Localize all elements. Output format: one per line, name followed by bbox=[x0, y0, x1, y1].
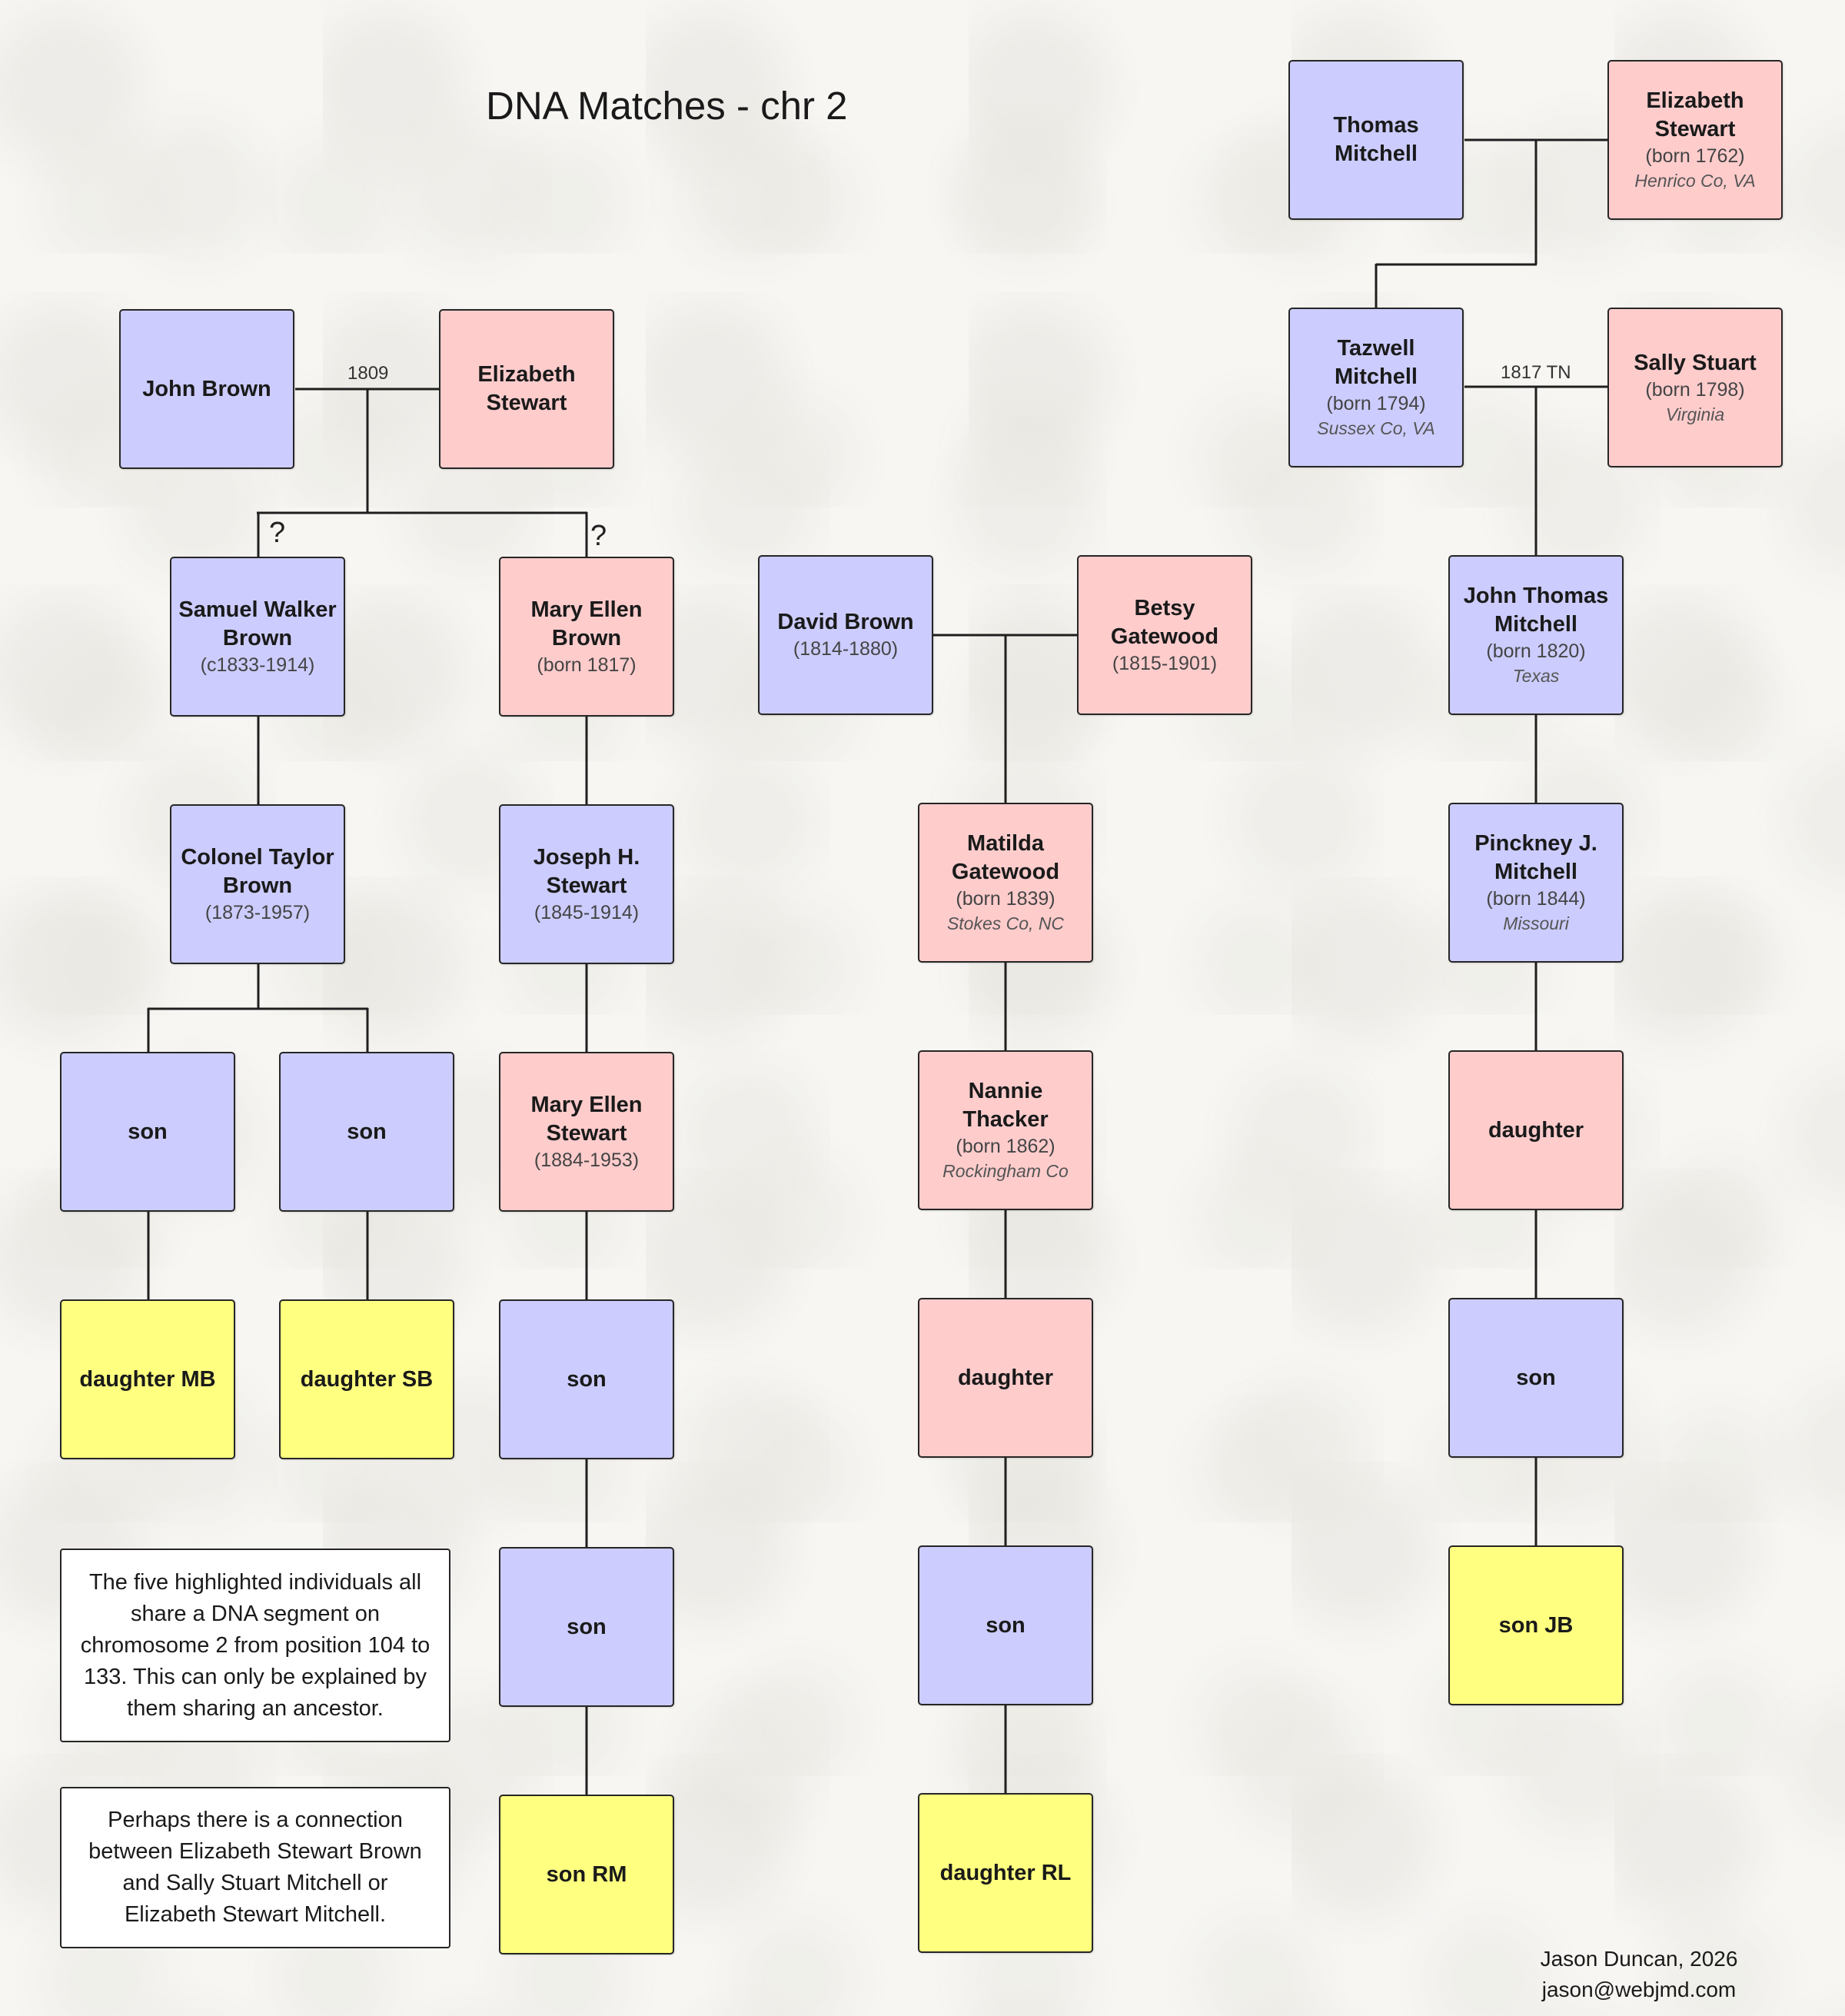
person-name: John Thomas Mitchell bbox=[1463, 584, 1609, 637]
person-name: son bbox=[128, 1119, 168, 1144]
person-name: daughter bbox=[1488, 1117, 1584, 1143]
match-daughter-sb[interactable]: daughter SB bbox=[279, 1299, 454, 1459]
person-place: Sussex Co, VA bbox=[1317, 418, 1435, 438]
person-samuel-walker-brown[interactable]: Samuel Walker Brown (c1833-1914) bbox=[170, 557, 345, 717]
person-name: son bbox=[567, 1614, 607, 1639]
person-name: Nannie Thacker bbox=[962, 1079, 1049, 1132]
person-name: Elizabeth Stewart bbox=[1646, 88, 1744, 141]
person-nannie-thacker[interactable]: Nannie Thacker (born 1862) Rockingham Co bbox=[918, 1050, 1093, 1210]
diagram-title: DNA Matches - chr 2 bbox=[486, 84, 848, 128]
person-matilda-gatewood[interactable]: Matilda Gatewood (born 1839) Stokes Co, … bbox=[918, 803, 1093, 963]
person-name: daughter MB bbox=[79, 1366, 216, 1392]
person-john-brown[interactable]: John Brown bbox=[119, 309, 294, 469]
person-pinckney-mitchell[interactable]: Pinckney J. Mitchell (born 1844) Missour… bbox=[1448, 803, 1624, 963]
person-colonel-taylor-brown[interactable]: Colonel Taylor Brown (1873-1957) bbox=[170, 804, 345, 964]
person-name: son JB bbox=[1498, 1612, 1574, 1638]
person-brown-son[interactable]: son bbox=[60, 1052, 235, 1212]
person-dates: (born 1862) bbox=[956, 1136, 1055, 1157]
person-mitchell-son[interactable]: son bbox=[1448, 1298, 1624, 1458]
person-name: Joseph H. Stewart bbox=[533, 844, 640, 898]
person-place: Henrico Co, VA bbox=[1634, 171, 1756, 191]
person-dates: (born 1794) bbox=[1326, 393, 1426, 414]
person-name: Colonel Taylor Brown bbox=[181, 844, 334, 898]
person-john-thomas-mitchell[interactable]: John Thomas Mitchell (born 1820) Texas bbox=[1448, 555, 1624, 715]
person-name: son RM bbox=[546, 1861, 627, 1887]
note-segment: The five highlighted individuals all sha… bbox=[60, 1549, 450, 1742]
person-elizabeth-stewart-1762[interactable]: Elizabeth Stewart (born 1762) Henrico Co… bbox=[1607, 60, 1783, 220]
person-gatewood-daughter[interactable]: daughter bbox=[918, 1298, 1093, 1458]
person-dates: (born 1839) bbox=[956, 888, 1055, 910]
person-dates: (1873-1957) bbox=[204, 901, 311, 923]
person-joseph-stewart[interactable]: Joseph H. Stewart (1845-1914) bbox=[499, 804, 674, 964]
person-place: Stokes Co, NC bbox=[946, 913, 1065, 933]
author-email: jason@webjmd.com bbox=[1541, 1978, 1737, 2001]
person-name: daughter RL bbox=[939, 1860, 1072, 1885]
author-name: Jason Duncan, 2026 bbox=[1540, 1947, 1738, 1971]
person-name: son bbox=[567, 1366, 607, 1392]
person-name: Sally Stuart bbox=[1634, 350, 1757, 375]
person-place: Texas bbox=[1512, 666, 1560, 686]
author-credit: Jason Duncan, 2026 jason@webjmd.com bbox=[1531, 1944, 1747, 2005]
person-brown-son[interactable]: son bbox=[279, 1052, 454, 1212]
person-mary-ellen-stewart[interactable]: Mary Ellen Stewart (1884-1953) bbox=[499, 1052, 674, 1212]
person-stewart-son[interactable]: son bbox=[499, 1299, 674, 1459]
note-text: Perhaps there is a connection between El… bbox=[88, 1808, 422, 1927]
person-name: Thomas Mitchell bbox=[1333, 113, 1419, 166]
match-daughter-rl[interactable]: daughter RL bbox=[918, 1793, 1093, 1953]
match-son-jb[interactable]: son JB bbox=[1448, 1545, 1624, 1705]
person-dates: (born 1798) bbox=[1645, 378, 1745, 401]
note-text: The five highlighted individuals all sha… bbox=[80, 1569, 430, 1721]
person-stewart-son[interactable]: son bbox=[499, 1547, 674, 1707]
uncertain-link-mark: ? bbox=[590, 520, 607, 552]
person-name: son bbox=[986, 1612, 1026, 1638]
person-mary-ellen-brown[interactable]: Mary Ellen Brown (born 1817) bbox=[499, 557, 674, 717]
person-gatewood-son[interactable]: son bbox=[918, 1545, 1093, 1705]
person-place: Virginia bbox=[1665, 404, 1725, 424]
person-name: John Brown bbox=[142, 376, 271, 401]
person-name: Mary Ellen Stewart bbox=[530, 1092, 643, 1146]
match-son-rm[interactable]: son RM bbox=[499, 1795, 674, 1954]
person-dates: (1845-1914) bbox=[534, 901, 640, 923]
person-dates: (1884-1953) bbox=[534, 1149, 640, 1171]
person-name: daughter SB bbox=[300, 1366, 434, 1392]
person-david-brown[interactable]: David Brown (1814-1880) bbox=[758, 555, 933, 715]
person-name: Pinckney J. Mitchell bbox=[1474, 831, 1597, 884]
person-thomas-mitchell[interactable]: Thomas Mitchell bbox=[1288, 60, 1464, 220]
person-name: Tazwell Mitchell bbox=[1335, 336, 1418, 389]
person-name: Mary Ellen Brown bbox=[530, 597, 643, 650]
person-sally-stuart[interactable]: Sally Stuart (born 1798) Virginia bbox=[1607, 308, 1783, 467]
person-mitchell-daughter[interactable]: daughter bbox=[1448, 1050, 1624, 1210]
person-name: daughter bbox=[957, 1365, 1054, 1390]
person-place: Missouri bbox=[1503, 913, 1569, 933]
person-dates: (born 1817) bbox=[537, 654, 637, 676]
person-dates: (born 1762) bbox=[1645, 145, 1745, 167]
person-dates: (born 1820) bbox=[1486, 640, 1586, 662]
person-name: David Brown bbox=[777, 610, 914, 634]
note-connection: Perhaps there is a connection between El… bbox=[60, 1787, 450, 1948]
marriage-year-label: 1817 TN bbox=[1501, 362, 1571, 383]
person-place: Rockingham Co bbox=[942, 1161, 1069, 1181]
person-name: Matilda Gatewood bbox=[951, 831, 1060, 884]
person-dates: (1815-1901) bbox=[1112, 652, 1218, 674]
person-dates: (1814-1880) bbox=[793, 638, 899, 660]
person-name: son bbox=[347, 1119, 387, 1144]
uncertain-link-mark: ? bbox=[269, 517, 286, 549]
marriage-year-label: 1809 bbox=[347, 363, 389, 384]
person-tazwell-mitchell[interactable]: Tazwell Mitchell (born 1794) Sussex Co, … bbox=[1288, 308, 1464, 467]
person-dates: (born 1844) bbox=[1486, 888, 1586, 910]
person-name: Elizabeth Stewart bbox=[477, 362, 576, 415]
person-name: Betsy Gatewood bbox=[1110, 595, 1219, 649]
match-daughter-mb[interactable]: daughter MB bbox=[60, 1299, 235, 1459]
person-dates: (c1833-1914) bbox=[200, 654, 315, 676]
person-name: son bbox=[1516, 1365, 1556, 1390]
person-betsy-gatewood[interactable]: Betsy Gatewood (1815-1901) bbox=[1077, 555, 1252, 715]
person-name: Samuel Walker Brown bbox=[178, 597, 337, 650]
person-elizabeth-stewart[interactable]: Elizabeth Stewart bbox=[439, 309, 614, 469]
